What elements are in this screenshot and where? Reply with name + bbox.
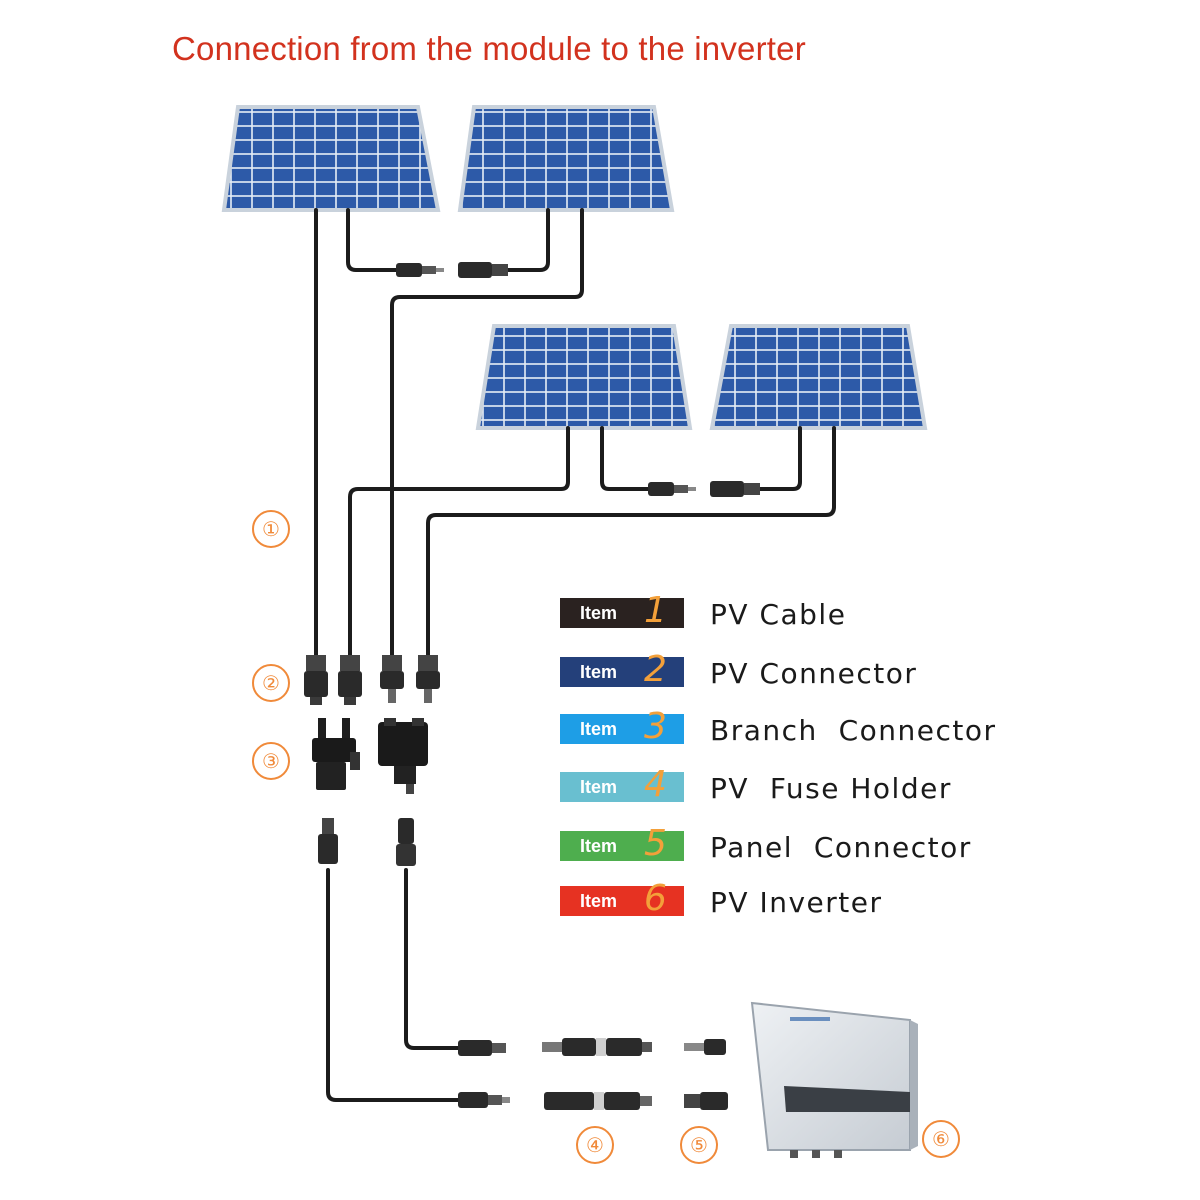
diagram-title: Connection from the module to the invert… [172,30,806,67]
mc4-connector-icon [710,481,760,497]
legend-label: PV Cable [710,598,847,631]
legend-badge: Item 1 [560,590,684,631]
mc4-connector-icon [648,482,696,496]
legend-item-word: Item [580,662,618,682]
marker-3: ③ [252,742,290,780]
legend-badge: Item 5 [560,823,684,864]
fuse-holder-icon [542,1038,652,1056]
marker-6: ⑥ [922,1120,960,1158]
marker-5: ⑤ [680,1126,718,1164]
marker-1: ① [252,510,290,548]
legend-badge: Item 3 [560,706,684,747]
legend-label: PV Fuse Holder [710,772,952,805]
mc4-connector-icon [396,818,416,866]
mc4-connector-icon [380,655,404,703]
mc4-connector-icon [304,655,328,705]
marker-4: ④ [576,1126,614,1164]
legend-badge: Item 4 [560,764,684,805]
legend-item-fuse-holder: Item 4 PV Fuse Holder [560,764,1120,805]
mc4-connector-icon [338,655,362,705]
marker-2: ② [252,664,290,702]
mc4-connector-icon [458,262,508,278]
inverter-icon [750,1001,918,1158]
solar-panel-2 [457,105,675,212]
cable-4a [758,426,802,491]
cable-2b [390,208,584,657]
cable-4b [426,426,836,657]
legend-item-number: 6 [644,878,667,919]
legend-item-pv-inverter: Item 6 PV Inverter [560,878,1120,919]
panel-connector-icon [684,1092,728,1110]
cable-1b [346,208,400,272]
panel-connector-icon [684,1039,726,1055]
legend-label: Branch Connector [710,714,997,747]
legend-label: Panel Connector [710,831,972,864]
legend-item-number: 1 [644,590,667,631]
legend-item-number: 4 [644,764,667,805]
branch-connector-icon [378,718,428,794]
legend-item-word: Item [580,719,618,739]
branch-connector-icon [312,718,360,790]
legend-item-panel-connector: Item 5 Panel Connector [560,823,1120,864]
pv-connector-row [304,655,440,705]
legend-label: PV Inverter [710,886,883,919]
cable-3b [600,426,652,491]
legend-item-number: 5 [644,823,667,864]
solar-panel-3 [475,324,693,430]
cable-2a [506,208,550,272]
legend-item-word: Item [580,777,618,797]
legend-label: PV Connector [710,657,918,690]
pv-cables [314,208,836,1102]
legend-badge: Item 2 [560,649,684,690]
mc4-connector-icon [416,655,440,703]
legend-item-branch-connector: Item 3 Branch Connector [560,706,1120,747]
legend-item-word: Item [580,603,618,623]
legend-item-pv-cable: Item 1 PV Cable [560,590,1120,631]
legend-item-pv-connector: Item 2 PV Connector [560,649,1120,690]
legend-item-word: Item [580,891,618,911]
solar-panel-1 [221,105,441,212]
legend-item-word: Item [580,836,618,856]
fuse-holder-icon [544,1092,652,1110]
cable-5b [326,868,460,1102]
mc4-connector-icon [396,263,444,277]
cable-5a [404,868,460,1050]
solar-panel-4 [709,324,928,430]
cable-3a [348,426,570,657]
legend-item-number: 2 [644,649,667,690]
mc4-connector-icon [458,1092,510,1108]
legend-badge: Item 6 [560,878,684,919]
mc4-connector-icon [318,818,338,864]
legend-item-number: 3 [644,706,667,747]
mc4-connector-icon [458,1040,506,1056]
